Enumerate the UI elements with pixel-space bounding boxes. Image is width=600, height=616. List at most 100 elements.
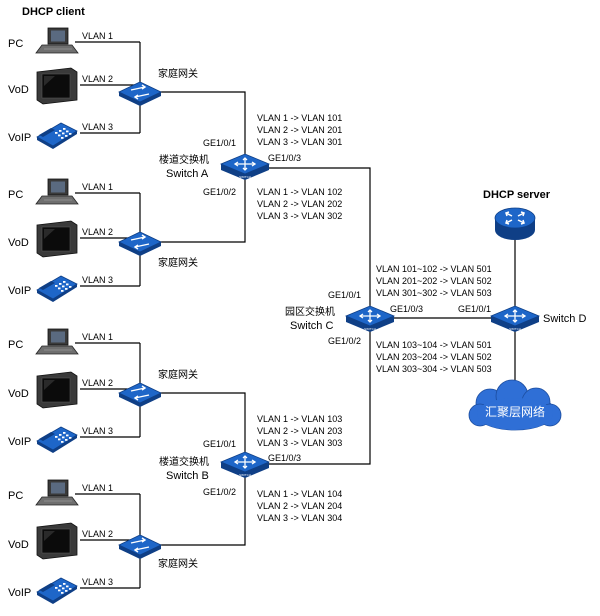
vlan-label: VLAN 3 <box>82 122 113 132</box>
vlan-label: VLAN 3 <box>82 577 113 587</box>
vlan-label: VLAN 2 <box>82 74 113 84</box>
device-label: VoIP <box>8 436 31 448</box>
switch-icon <box>490 305 540 333</box>
client-group-3: PC VoD VoIP VLAN 1 VLAN 2 VLAN 3 家庭网关 <box>8 328 198 453</box>
wire <box>245 320 371 465</box>
switch-a: 楼道交换机 Switch A GE1/0/1 GE1/0/2 GE1/0/3 V… <box>159 113 342 221</box>
voip-phone-icon <box>36 426 78 453</box>
wire <box>140 91 246 165</box>
switch-role-label: 园区交换机 <box>285 305 335 318</box>
port-label: GE1/0/1 <box>203 439 236 449</box>
voip-phone-icon <box>36 275 78 302</box>
pc-icon <box>35 479 79 506</box>
switch-name-label: Switch C <box>290 320 333 332</box>
vlan-label: VLAN 2 <box>82 529 113 539</box>
device-label: PC <box>8 189 23 201</box>
device-label: VoD <box>8 237 29 249</box>
vlan-label: VLAN 3 <box>82 275 113 285</box>
port-label: GE1/0/1 <box>328 290 361 300</box>
vlan-label: VLAN 1 <box>82 182 113 192</box>
dhcp-server-router-icon <box>494 207 536 241</box>
vlan-mapping: VLAN 2 -> VLAN 201 <box>257 125 342 135</box>
vlan-label: VLAN 3 <box>82 426 113 436</box>
home-gateway-label: 家庭网关 <box>158 256 198 269</box>
pc-icon <box>35 328 79 355</box>
device-label: VoD <box>8 539 29 551</box>
vlan-mapping: VLAN 3 -> VLAN 304 <box>257 513 342 523</box>
port-label: GE1/0/2 <box>328 336 361 346</box>
switch-c: 园区交换机 Switch C GE1/0/1 GE1/0/2 GE1/0/3 <box>285 290 423 346</box>
home-gateway-icon <box>118 231 162 257</box>
vlan-mapping: VLAN 3 -> VLAN 303 <box>257 438 342 448</box>
wire <box>245 167 371 316</box>
cloud-icon <box>468 379 562 431</box>
home-gateway-icon <box>118 534 162 560</box>
device-label: PC <box>8 490 23 502</box>
vod-tv-icon <box>36 220 78 258</box>
client-group-1: PC VoD VoIP VLAN 1 VLAN 2 VLAN 3 家庭网关 <box>8 27 198 149</box>
vlan-mapping: VLAN 2 -> VLAN 203 <box>257 426 342 436</box>
switch-d: Switch D GE1/0/1 VLAN 101~102 -> VLAN 50… <box>376 264 586 374</box>
wire <box>140 392 246 462</box>
vlan-mapping: VLAN 1 -> VLAN 101 <box>257 113 342 123</box>
device-label: PC <box>8 38 23 50</box>
client-group-4: PC VoD VoIP VLAN 1 VLAN 2 VLAN 3 家庭网关 <box>8 479 198 604</box>
device-label: PC <box>8 339 23 351</box>
device-label: VoIP <box>8 285 31 297</box>
vod-tv-icon <box>36 67 78 105</box>
port-label: GE1/0/2 <box>203 487 236 497</box>
switch-role-label: 楼道交换机 <box>159 153 209 166</box>
vod-tv-icon <box>36 371 78 409</box>
switch-name-label: Switch D <box>543 313 586 325</box>
vlan-mapping: VLAN 1 -> VLAN 102 <box>257 187 342 197</box>
device-label: VoD <box>8 388 29 400</box>
vlan-mapping: VLAN 101~102 -> VLAN 501 <box>376 264 492 274</box>
vlan-label: VLAN 2 <box>82 227 113 237</box>
wires <box>75 41 516 589</box>
switch-icon <box>220 153 270 181</box>
port-label: GE1/0/3 <box>268 153 301 163</box>
vlan-label: VLAN 1 <box>82 31 113 41</box>
dhcp-client-header: DHCP client <box>22 6 85 18</box>
wire <box>140 170 246 243</box>
port-label: GE1/0/2 <box>203 187 236 197</box>
port-label: GE1/0/1 <box>203 138 236 148</box>
voip-phone-icon <box>36 577 78 604</box>
home-gateway-label: 家庭网关 <box>158 557 198 570</box>
vlan-mapping: VLAN 3 -> VLAN 302 <box>257 211 342 221</box>
vlan-mapping: VLAN 303~304 -> VLAN 503 <box>376 364 492 374</box>
vlan-mapping: VLAN 301~302 -> VLAN 503 <box>376 288 492 298</box>
switch-role-label: 楼道交换机 <box>159 455 209 468</box>
cloud-label: 汇聚层网络 <box>485 404 545 419</box>
vlan-mapping: VLAN 2 -> VLAN 204 <box>257 501 342 511</box>
vlan-label: VLAN 1 <box>82 483 113 493</box>
aggregation-network-cloud: 汇聚层网络 <box>468 379 562 431</box>
switch-icon <box>345 305 395 333</box>
voip-phone-icon <box>36 122 78 149</box>
vod-tv-icon <box>36 522 78 560</box>
dhcp-server-header: DHCP server <box>483 189 551 201</box>
pc-icon <box>35 27 79 54</box>
vlan-label: VLAN 2 <box>82 378 113 388</box>
vlan-mapping: VLAN 3 -> VLAN 301 <box>257 137 342 147</box>
client-group-2: PC VoD VoIP VLAN 1 VLAN 2 VLAN 3 家庭网关 <box>8 178 198 302</box>
home-gateway-label: 家庭网关 <box>158 368 198 381</box>
vlan-mapping: VLAN 201~202 -> VLAN 502 <box>376 276 492 286</box>
switch-icon <box>220 451 270 479</box>
vlan-mapping: VLAN 103~104 -> VLAN 501 <box>376 340 492 350</box>
home-gateway-icon <box>118 382 162 408</box>
vlan-mapping: VLAN 203~204 -> VLAN 502 <box>376 352 492 362</box>
vlan-mapping: VLAN 1 -> VLAN 103 <box>257 414 342 424</box>
switch-b: 楼道交换机 Switch B GE1/0/1 GE1/0/2 GE1/0/3 V… <box>159 414 342 523</box>
device-label: VoD <box>8 84 29 96</box>
port-label: GE1/0/1 <box>458 304 491 314</box>
vlan-mapping: VLAN 2 -> VLAN 202 <box>257 199 342 209</box>
vlan-mapping: VLAN 1 -> VLAN 104 <box>257 489 342 499</box>
vlan-label: VLAN 1 <box>82 332 113 342</box>
pc-icon <box>35 178 79 205</box>
device-label: VoIP <box>8 587 31 599</box>
wire <box>140 466 246 546</box>
port-label: GE1/0/3 <box>390 304 423 314</box>
